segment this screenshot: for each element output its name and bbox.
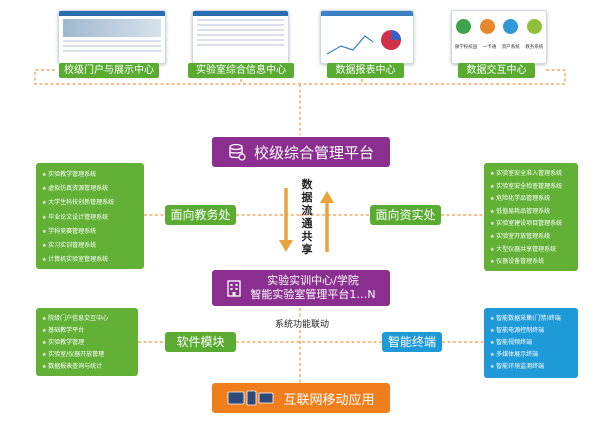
list-item: 多媒体展示终端 (490, 349, 572, 361)
academic-icon (526, 19, 542, 34)
list-item: 智能数据采集(门禁)终端 (490, 313, 572, 325)
list-item: 院级门户信息交互中心 (42, 313, 132, 325)
arrow-up-icon (320, 191, 334, 203)
list-item: 数据报表查询与统计 (42, 361, 132, 373)
software-modules-list: 院级门户信息交互中心 基础教学平台 实验教学管理 实验室/仪器开放管理 数据报表… (36, 308, 138, 376)
academic-systems-list: 实验教学管理系统 虚拟仿真资源管理系统 大学生科技创新管理系统 毕业论文设计管理… (36, 163, 144, 269)
top-module-label: 数据报表中心 (327, 63, 404, 78)
center-line-1: 实验实训中心/学院 (267, 274, 359, 287)
list-item: 实验室/仪器开放管理 (42, 349, 132, 361)
arrow-down-icon (279, 240, 293, 252)
list-item: 低值易耗品管理系统 (490, 206, 572, 219)
list-item: 虚拟仿真资源管理系统 (42, 182, 138, 196)
list-item: 实验教学管理系统 (42, 168, 138, 182)
list-item: 学科竞赛管理系统 (42, 225, 138, 239)
icon-label: 微学校校园 (454, 45, 478, 50)
list-item: 智能环境监测终端 (490, 361, 572, 373)
data-exchange-panel: 微学校校园 一卡通 资产系统 教务系统 (451, 10, 547, 64)
list-item: 实习实训管理系统 (42, 239, 138, 253)
list-item: 仪器设备管理系统 (490, 256, 572, 269)
assets-label: 面向资实处 (370, 205, 441, 225)
terminals-label: 智能终端 (382, 332, 442, 352)
building-icon (227, 280, 242, 297)
portal-screenshot (58, 10, 166, 64)
academic-label: 面向教务处 (165, 205, 236, 225)
mobile-app-label: 互联网移动应用 (283, 392, 375, 408)
mobile-app-box: 互联网移动应用 (212, 383, 390, 413)
platform-title: 校级综合管理平台 (253, 143, 374, 162)
card-icon (479, 19, 495, 34)
icon-label: 教务系统 (525, 45, 544, 50)
icon-label: 资产系统 (501, 45, 520, 50)
list-item: 实验室安全检查管理系统 (490, 181, 572, 194)
terminals-list: 智能数据采集(门禁)终端 智能电源控制终端 智能视频终端 多媒体展示终端 智能环… (484, 308, 578, 378)
list-item: 实验室开放管理系统 (490, 231, 572, 244)
center-platform-box: 实验实训中心/学院 智能实验室管理平台1…N (212, 270, 390, 306)
linkage-label: 系统功能联动 (252, 317, 352, 330)
data-flow-label: 数据流通共享 (301, 178, 313, 256)
top-module-label: 校级门户与展示中心 (59, 63, 159, 78)
list-item: 实验室安全准入管理系统 (490, 168, 572, 181)
list-item: 基础教学平台 (42, 325, 132, 337)
report-screenshot (320, 10, 414, 64)
database-icon (229, 143, 246, 161)
top-module-label: 实验室综合信息中心 (188, 63, 294, 78)
devices-icon (228, 390, 274, 406)
list-item: 大学生科技创新管理系统 (42, 196, 138, 210)
icon-label: 一卡通 (482, 45, 497, 50)
list-item: 智能电源控制终端 (490, 325, 572, 337)
platform-box: 校级综合管理平台 (212, 137, 390, 167)
list-item: 计算机实验室管理系统 (42, 253, 138, 267)
asset-icon (503, 19, 519, 34)
list-item: 毕业论文设计管理系统 (42, 211, 138, 225)
top-module-label: 数据交互中心 (458, 63, 535, 78)
list-item: 危险化学品管理系统 (490, 193, 572, 206)
asset-systems-list: 实验室安全准入管理系统 实验室安全检查管理系统 危险化学品管理系统 低值易耗品管… (484, 163, 578, 271)
list-item: 智能视频终端 (490, 337, 572, 349)
campus-icon (456, 19, 472, 34)
lab-info-screenshot (192, 10, 289, 64)
list-item: 实验室建设项目管理系统 (490, 218, 572, 231)
list-item: 大型仪器共享管理系统 (490, 244, 572, 257)
list-item: 实验教学管理 (42, 337, 132, 349)
software-label: 软件模块 (165, 332, 236, 352)
center-line-2: 智能实验室管理平台1…N (250, 288, 376, 301)
